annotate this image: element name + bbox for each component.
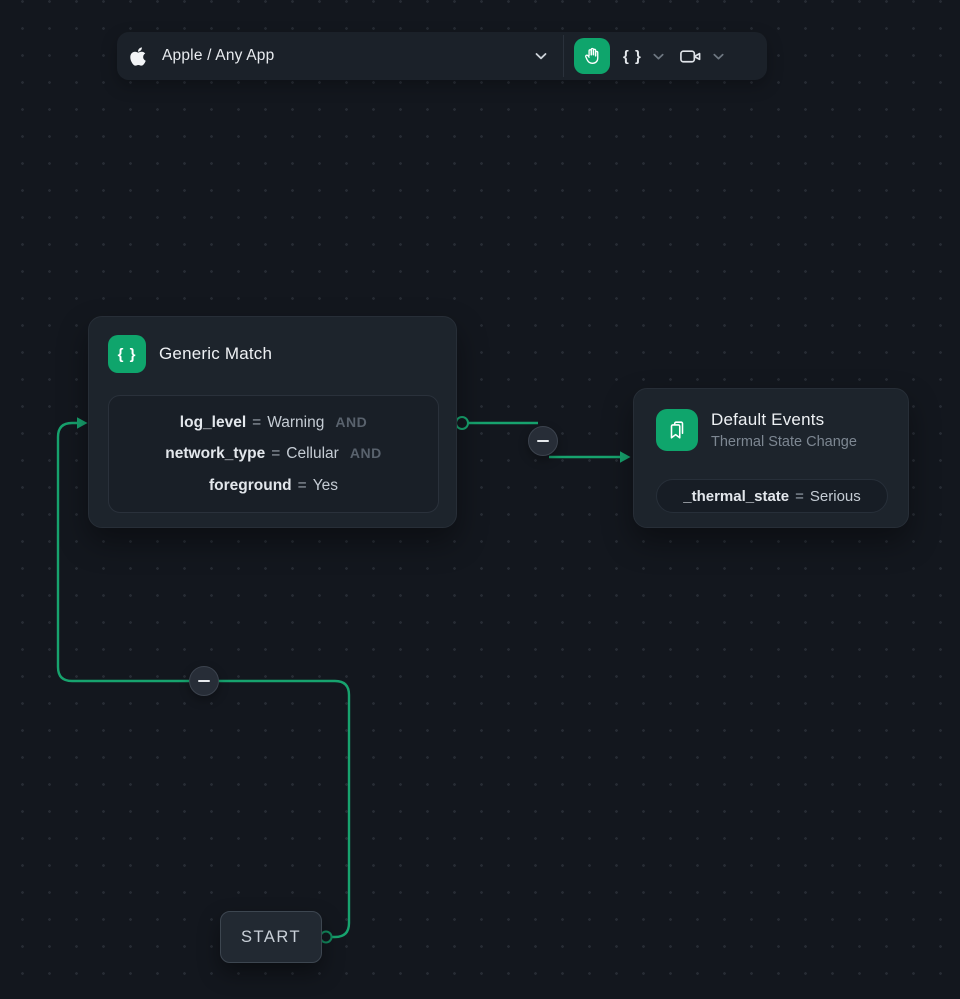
chevron-down-icon xyxy=(651,49,666,64)
minus-icon xyxy=(537,440,549,442)
bookmarks-icon xyxy=(656,409,698,451)
node-text-block: Default Events Thermal State Change xyxy=(711,410,857,450)
condition-operator: = xyxy=(795,487,804,505)
condition-join: AND xyxy=(349,445,382,461)
app-selector-label: Apple / Any App xyxy=(162,47,275,64)
start-label: START xyxy=(240,927,302,946)
condition-operator: = xyxy=(271,445,281,462)
condition-key: _thermal_state xyxy=(683,487,790,505)
minus-icon xyxy=(198,680,210,682)
chevron-down-icon xyxy=(711,49,726,64)
code-braces-button[interactable]: { } xyxy=(623,48,666,65)
condition-key: foreground xyxy=(208,476,292,494)
node-title: Default Events xyxy=(711,410,825,429)
condition-key: network_type xyxy=(165,445,266,462)
node-subtitle: Thermal State Change xyxy=(711,434,857,450)
braces-icon: { } xyxy=(623,47,642,65)
node-header: Default Events Thermal State Change xyxy=(656,409,886,451)
chevron-down-icon xyxy=(533,48,549,64)
braces-icon: { } xyxy=(108,335,146,373)
condition-operator: = xyxy=(297,476,307,494)
condition-row: log_level = Warning AND xyxy=(180,414,367,432)
event-condition-pill[interactable]: _thermal_state = Serious xyxy=(656,479,888,513)
node-title: Generic Match xyxy=(159,344,273,363)
condition-join: AND xyxy=(335,413,368,430)
port-generic-match-output[interactable] xyxy=(455,416,469,430)
toolbar-divider xyxy=(563,35,564,77)
node-start[interactable]: START xyxy=(220,911,322,963)
condition-value: Yes xyxy=(312,476,338,494)
condition-operator: = xyxy=(252,413,262,431)
condition-value: Warning xyxy=(267,413,325,431)
pan-tool-button[interactable] xyxy=(574,38,610,74)
condition-value: Cellular xyxy=(286,445,339,462)
edge-remove-button[interactable] xyxy=(189,666,219,696)
conditions-panel[interactable]: log_level = Warning AND network_type = C… xyxy=(108,395,439,513)
port-start-output[interactable] xyxy=(319,930,333,944)
top-toolbar: Apple / Any App { } xyxy=(117,32,767,80)
condition-row: network_type = Cellular AND xyxy=(165,445,381,463)
condition-value: Serious xyxy=(809,487,861,505)
condition-key: log_level xyxy=(179,413,247,431)
node-header: { } Generic Match xyxy=(108,335,437,373)
edge-arrowhead xyxy=(77,417,88,429)
screen-recording-button[interactable] xyxy=(679,46,726,66)
edge-remove-button[interactable] xyxy=(528,426,558,456)
braces-glyph: { } xyxy=(117,345,137,363)
condition-row: foreground = Yes xyxy=(209,477,338,495)
node-generic-match[interactable]: { } Generic Match log_level = Warning AN… xyxy=(88,316,457,528)
app-selector-dropdown[interactable]: Apple / Any App xyxy=(117,32,563,80)
toolbar-actions: { } xyxy=(564,32,740,80)
edge-arrowhead xyxy=(620,451,631,463)
video-camera-icon xyxy=(679,46,702,66)
apple-logo-icon xyxy=(129,45,148,67)
hand-icon xyxy=(582,46,602,66)
node-default-events[interactable]: Default Events Thermal State Change _the… xyxy=(633,388,909,528)
